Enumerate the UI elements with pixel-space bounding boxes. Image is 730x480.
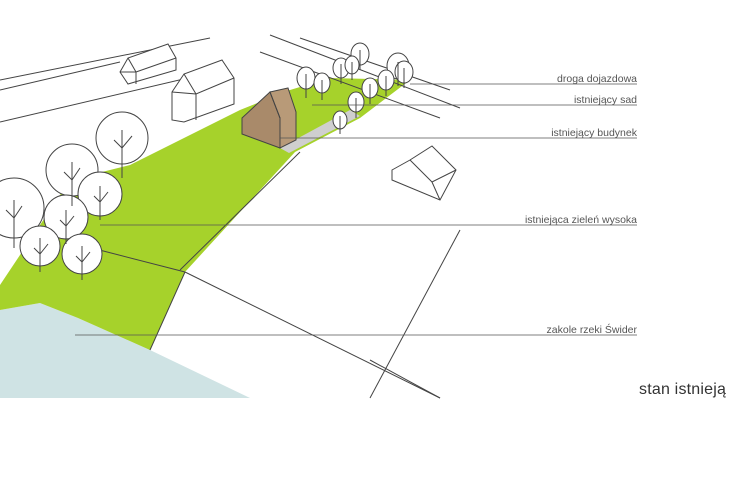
diagram-caption: stan istnieją	[639, 381, 727, 398]
tree-trunks	[5, 130, 133, 280]
orchard-trunks	[305, 50, 405, 134]
existing-building	[241, 87, 297, 149]
label-river-bend: zakole rzeki Świder	[546, 324, 637, 336]
label-tall-greenery: istniejąca zieleń wysoka	[524, 214, 637, 226]
label-access-road: droga dojazdowa	[557, 73, 637, 85]
house-left-small	[119, 43, 177, 85]
tall-trees	[0, 111, 149, 275]
green-area	[0, 78, 410, 350]
river-area	[0, 303, 250, 398]
label-building: istniejący budynek	[551, 127, 637, 139]
label-orchard: istniejący sad	[573, 94, 637, 106]
house-right	[391, 145, 457, 201]
context-lines	[0, 34, 461, 399]
leader-lines	[75, 83, 637, 336]
house-left-large	[171, 59, 235, 123]
